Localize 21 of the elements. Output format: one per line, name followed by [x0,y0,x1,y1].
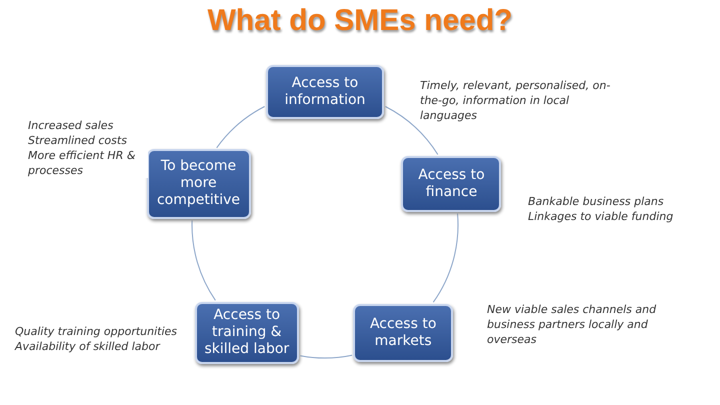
connector-arc [432,212,458,303]
node-note: More efficient HR & processes [28,148,148,178]
node-label: Access to finance [417,166,486,201]
title: What do SMEs need? [207,4,512,37]
connector-arc [384,106,438,155]
process-box [194,302,299,364]
node-label: To become more competitive [156,158,242,210]
process-box [266,65,384,119]
node-note: Availability of skilled labor [15,339,160,354]
node-note: Quality training opportunities [15,324,178,339]
process-box [401,156,502,212]
node-label: Access to information [284,75,366,109]
node-label: Access to markets [368,316,438,350]
process-box [353,304,454,362]
connector-arc [300,354,353,358]
connector-arc [216,106,266,148]
node-note: Bankable business plans [528,194,664,209]
process-box [146,148,250,219]
connector-arc [192,220,216,301]
node-label: Access to training & skilled labor [203,307,290,358]
node-note: Linkages to viable funding [528,209,674,224]
